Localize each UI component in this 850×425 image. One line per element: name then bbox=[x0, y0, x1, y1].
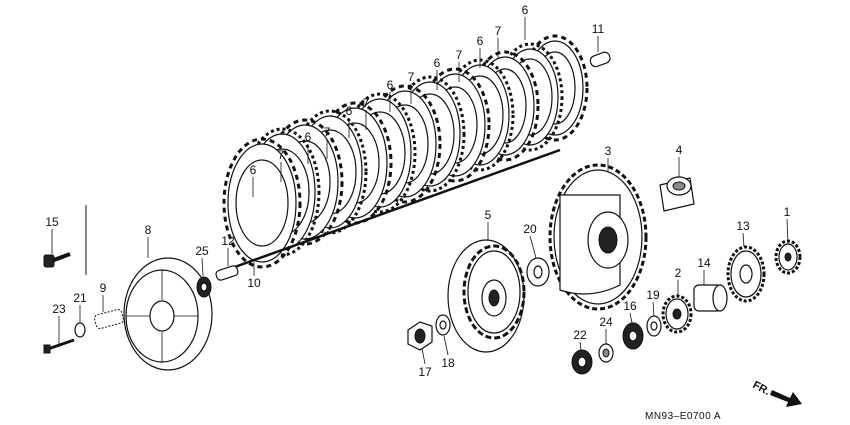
bolt-part-15 bbox=[43, 252, 71, 268]
leader-lines bbox=[51, 17, 789, 365]
callout-labels: 6 7 6 7 6 7 6 7 6 7 6 7 6 11 3 4 5 20 8 … bbox=[45, 3, 790, 379]
callout-18: 18 bbox=[441, 356, 455, 370]
callout-15: 15 bbox=[45, 215, 59, 229]
callout-7: 7 bbox=[408, 70, 415, 84]
callout-20: 20 bbox=[523, 222, 537, 236]
callout-17: 17 bbox=[418, 365, 432, 379]
callout-9: 9 bbox=[100, 281, 107, 295]
callout-3: 3 bbox=[605, 144, 612, 158]
spring-part-9 bbox=[94, 309, 124, 329]
callout-6: 6 bbox=[387, 78, 394, 92]
callout-8: 8 bbox=[145, 223, 152, 237]
callout-6: 6 bbox=[305, 130, 312, 144]
callout-25: 25 bbox=[195, 244, 209, 258]
washer-part-20 bbox=[526, 257, 550, 287]
clutch-plate-1 bbox=[222, 137, 302, 269]
callout-6: 6 bbox=[434, 56, 441, 70]
callout-4: 4 bbox=[676, 143, 683, 157]
front-direction-label: FR. bbox=[751, 379, 772, 398]
front-arrow-icon bbox=[770, 390, 802, 407]
callout-6: 6 bbox=[522, 3, 529, 17]
callout-23: 23 bbox=[52, 302, 66, 316]
collar-part-14 bbox=[693, 284, 728, 312]
washer-part-19 bbox=[646, 315, 662, 337]
clutch-center-part-5 bbox=[447, 239, 526, 353]
callout-13: 13 bbox=[736, 219, 750, 233]
callout-7: 7 bbox=[324, 125, 331, 139]
callout-7: 7 bbox=[456, 48, 463, 62]
callout-11: 11 bbox=[592, 22, 605, 36]
washer-part-18 bbox=[435, 314, 451, 336]
gear-part-2 bbox=[661, 294, 693, 334]
clutch-plate-stack bbox=[222, 34, 589, 269]
front-direction-indicator: FR. bbox=[751, 379, 802, 407]
washer-part-21 bbox=[74, 322, 86, 338]
callout-2: 2 bbox=[675, 266, 682, 280]
callout-24: 24 bbox=[599, 315, 613, 329]
bolt-part-23 bbox=[43, 338, 75, 354]
callout-5: 5 bbox=[485, 208, 492, 222]
callout-14: 14 bbox=[697, 256, 711, 270]
collar-part-4 bbox=[659, 176, 695, 212]
callout-1: 1 bbox=[784, 205, 791, 219]
pressure-plate-part-8 bbox=[123, 257, 213, 371]
callout-12: 12 bbox=[221, 234, 235, 248]
callout-6: 6 bbox=[250, 163, 257, 177]
callout-19: 19 bbox=[646, 288, 660, 302]
callout-6: 6 bbox=[346, 104, 353, 118]
bearing-part-22 bbox=[571, 349, 593, 375]
clutch-outer-part-3 bbox=[548, 163, 648, 311]
lifter-piece-part-12 bbox=[215, 265, 239, 281]
drawing-code: MN93–E0700 A bbox=[645, 411, 721, 422]
pin-part-11 bbox=[589, 51, 611, 68]
callout-7: 7 bbox=[278, 148, 285, 162]
lifter-rod-part-10 bbox=[231, 148, 561, 270]
bearing-part-16 bbox=[622, 322, 644, 350]
bearing-part-25 bbox=[196, 276, 212, 298]
callout-7: 7 bbox=[363, 96, 370, 110]
callout-16: 16 bbox=[623, 299, 637, 313]
nut-part-17 bbox=[407, 321, 433, 351]
callout-6: 6 bbox=[477, 34, 484, 48]
callout-21: 21 bbox=[73, 291, 87, 305]
spacer-part-24 bbox=[598, 343, 614, 363]
callout-10: 10 bbox=[247, 276, 261, 290]
gear-part-13 bbox=[726, 245, 766, 303]
callout-7: 7 bbox=[495, 24, 502, 38]
callout-22: 22 bbox=[573, 328, 587, 342]
gear-part-1 bbox=[774, 239, 802, 275]
